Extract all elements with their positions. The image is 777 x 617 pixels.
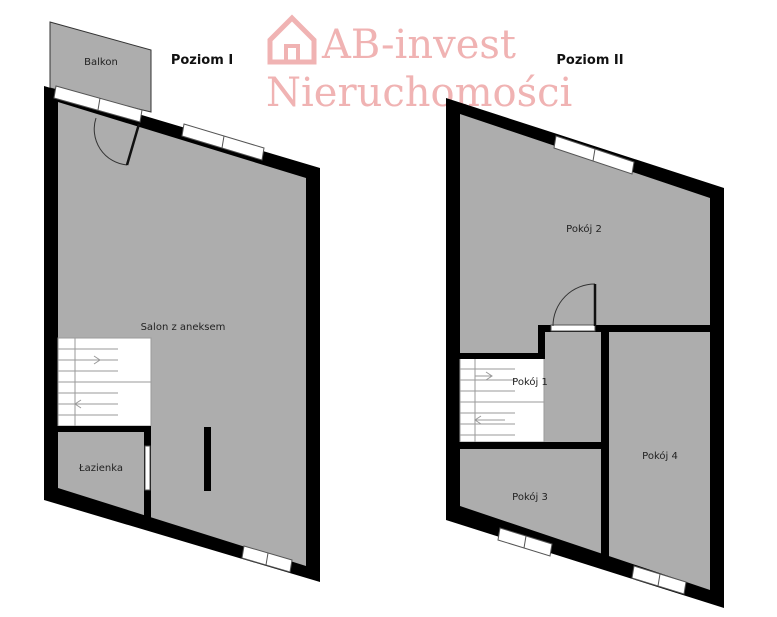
wall-pokoj2-bottom-right <box>540 325 724 332</box>
stairs-level-2 <box>459 357 545 443</box>
pokoj2-door-arc <box>552 283 596 327</box>
level-2-floor <box>460 114 710 590</box>
wall-step-horizontal <box>446 353 545 359</box>
bathroom-wall-top <box>44 426 151 432</box>
balkon-door-arc <box>93 117 128 166</box>
label-pokoj3: Pokój 3 <box>512 491 548 503</box>
window-top-left <box>53 85 143 123</box>
level-title-1: Poziom I <box>171 53 233 68</box>
label-pokoj4: Pokój 4 <box>642 450 678 462</box>
kitchen-partition <box>204 427 211 491</box>
level-2-plan <box>446 98 724 608</box>
balkon-room <box>49 21 152 113</box>
bathroom-door <box>144 445 151 491</box>
salon-room <box>58 102 306 566</box>
balkon-door-leaf <box>125 123 141 166</box>
watermark-line1: AB-invest <box>321 22 516 68</box>
label-balkon: Balkon <box>84 57 118 68</box>
wall-pokoj1-right <box>601 325 609 557</box>
label-pokoj2: Pokój 2 <box>566 223 602 235</box>
watermark: AB-invest Nieruchomości <box>266 14 572 116</box>
label-salon: Salon z aneksem <box>141 322 226 333</box>
watermark-line2: Nieruchomości <box>266 70 572 116</box>
level-1-plan <box>44 21 320 582</box>
label-lazienka: Łazienka <box>78 463 123 474</box>
wall-pokoj3-top <box>446 442 609 449</box>
house-logo-icon <box>267 14 317 65</box>
level-title-2: Poziom II <box>556 53 623 68</box>
pokoj2-door <box>550 324 596 332</box>
stairs-level-1 <box>57 337 152 427</box>
wall-step-vertical <box>538 325 545 358</box>
label-pokoj1: Pokój 1 <box>512 376 548 388</box>
